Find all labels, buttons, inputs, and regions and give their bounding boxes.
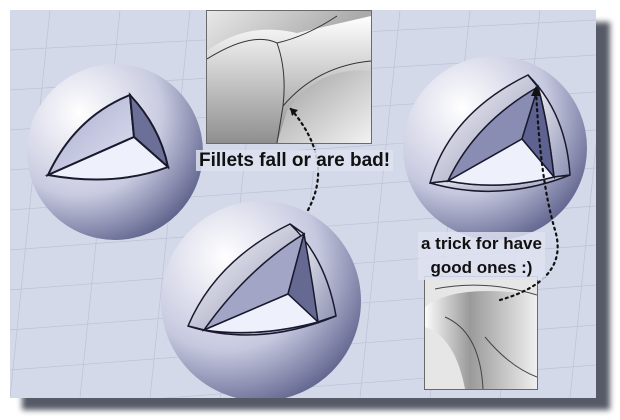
- caption-trick-line2: good ones :): [418, 256, 545, 280]
- inset-good-fillet-closeup: [424, 276, 538, 390]
- good-fillet-render: [425, 277, 537, 389]
- caption-problem: Fillets fall or are bad!: [196, 150, 394, 172]
- sphere-good-fillet: [403, 56, 587, 240]
- sphere-bad-fillet: [161, 201, 361, 398]
- sphere-plain-corner: [27, 64, 203, 240]
- inset-bad-fillet-closeup: [206, 10, 372, 144]
- render-canvas: Fillets fall or are bad! a trick for hav…: [10, 10, 596, 398]
- caption-trick-line1: a trick for have: [418, 232, 545, 256]
- bad-fillet-render: [207, 11, 371, 143]
- caption-trick: a trick for have good ones :): [418, 232, 545, 280]
- caption-problem-text: Fillets fall or are bad!: [196, 150, 394, 171]
